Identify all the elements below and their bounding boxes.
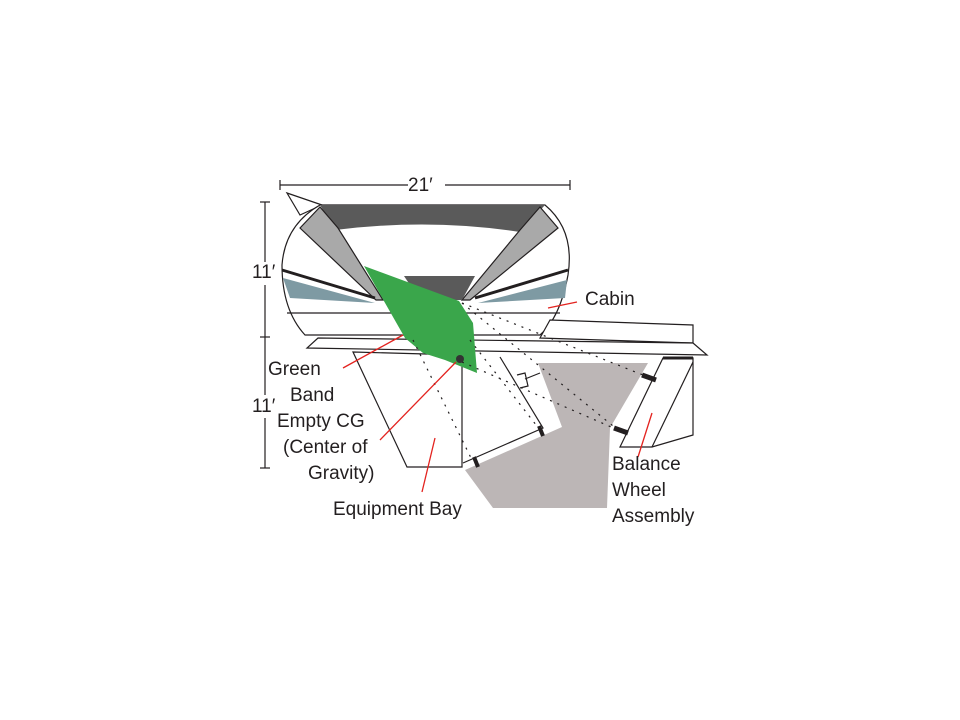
sight-lines: [412, 302, 649, 461]
green-band: [364, 266, 477, 373]
leader-lines: [342, 301, 653, 493]
lower-height-label: 11′: [252, 396, 276, 417]
counterweight: [465, 363, 648, 508]
empty-cg-label-2: (Center of: [283, 437, 368, 458]
green-band-label-1: Green: [268, 359, 321, 380]
green-band-label-2: Band: [290, 385, 335, 406]
height-dimension-line: [260, 201, 270, 469]
balance-wheel-label-2: Wheel: [612, 480, 666, 501]
balance-wheel-label-3: Assembly: [612, 506, 695, 527]
balance-wheel-label-1: Balance: [612, 454, 681, 475]
equipment-bay-label: Equipment Bay: [333, 499, 462, 520]
cabin: [281, 191, 570, 336]
empty-cg-label-1: Empty CG: [277, 411, 365, 432]
balance-wheel-assembly: [613, 356, 694, 448]
cabin-label: Cabin: [585, 289, 635, 310]
empty-cg-marker: [456, 355, 464, 363]
equipment-bay: [352, 351, 463, 468]
width-dimension-line: [279, 180, 571, 190]
width-dimension-label: 21′: [408, 175, 433, 196]
platform-deck: [305, 319, 709, 356]
tilted-arm: [462, 356, 545, 468]
upper-height-label: 11′: [252, 262, 276, 283]
empty-cg-label-3: Gravity): [308, 463, 375, 484]
